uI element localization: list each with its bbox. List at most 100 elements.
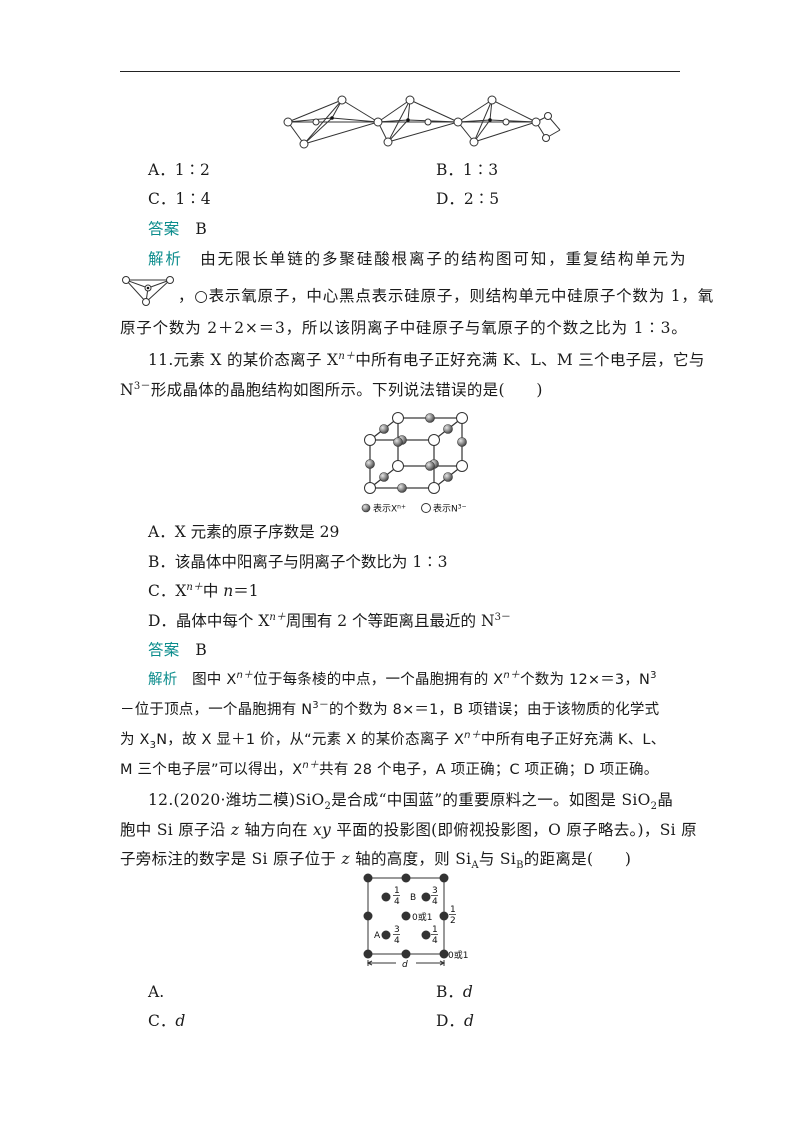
q12-line1: 12.(2020·潍坊二模)SiO2是合成“中国蓝”的重要原料之一。如图是 Si… (148, 790, 674, 813)
sub: 2 (324, 801, 332, 813)
text: 图中 X (192, 672, 237, 688)
header-rule (120, 71, 680, 72)
label-0or1: 0或1 (448, 949, 468, 961)
text: 中所有电子正好充满 K、L、 (480, 732, 666, 748)
legend-x-sup: n+ (397, 504, 406, 511)
text: M 三个电子层”可以得出，X (120, 762, 303, 778)
text: 中 (202, 582, 224, 600)
q11-stem-line1: 11.元素 X 的某价态离子 Xn＋中所有电子正好充满 K、L、M 三个电子层，… (148, 350, 705, 370)
frac-den: 4 (394, 897, 400, 907)
polysilicate-chain-figure (283, 95, 561, 149)
sup: n＋ (186, 581, 203, 593)
text: 晶 (657, 791, 674, 809)
text: D．晶体中每个 X (148, 612, 270, 630)
q10-analysis-line1: 解析 由无限长单链的多聚硅酸根离子的结构图可知，重复结构单元为 (148, 249, 687, 269)
text: B． (436, 983, 463, 1001)
text: 胞中 Si 原子沿 (120, 821, 231, 839)
tetra-unit-3 (457, 99, 537, 143)
var-n: n (223, 582, 234, 600)
q11-option-d[interactable]: D．晶体中每个 Xn＋周围有 2 个等距离且最近的 N3－ (148, 611, 511, 631)
q11-analysis-line3: 为 X3N，故 X 显＋1 价，从“元素 X 的某价态离子 Xn＋中所有电子正好… (120, 730, 666, 751)
legend-x: 表示X (373, 503, 397, 515)
crystal-cell-figure: 表示Xn+ 表示N3− (361, 412, 468, 515)
q11-option-b[interactable]: B．该晶体中阳离子与阴离子个数比为 1∶3 (148, 553, 448, 571)
text: 是合成“中国蓝”的重要原料之一。如图是 SiO (331, 791, 651, 809)
sup: n＋ (503, 670, 521, 682)
text: ＝1 (233, 582, 259, 600)
sup: n＋ (236, 670, 254, 682)
q10-analysis-line2: ，○表示氧原子，中心黑点表示硅原子，则结构单元中硅原子个数为 1，氧 (178, 287, 715, 305)
frac-num: 1 (394, 886, 400, 896)
text: 共有 28 个电子，A 项正确；C 项正确；D 项正确。 (319, 762, 659, 778)
label-d: d (402, 960, 408, 970)
frac-num: 3 (432, 886, 438, 896)
q10-answer: 答案 B (148, 219, 207, 239)
q12-line3: 子旁标注的数字是 Si 原子位于 z 轴的高度，则 SiA与 SiB的距离是( … (120, 849, 632, 872)
text: 位于每条棱的中点，一个晶胞拥有的 X (253, 672, 504, 688)
q12-option-d[interactable]: D．d (436, 1011, 474, 1031)
sup: n＋ (338, 350, 356, 362)
frac-den: 4 (432, 897, 438, 907)
text: 为 X (120, 732, 150, 748)
var-d: d (175, 1012, 186, 1030)
text: －位于顶点，一个晶胞拥有 N (120, 702, 313, 718)
sup: 3 (650, 670, 657, 682)
q10-option-b[interactable]: B．1∶3 (436, 161, 499, 179)
sub: 3 (149, 739, 157, 751)
q10-option-c[interactable]: C．1∶4 (148, 190, 211, 208)
svg-text:表示Xn+: 表示Xn+ (373, 503, 406, 515)
var: z (341, 850, 350, 868)
legend-n-sup: 3− (458, 504, 467, 511)
var: z (230, 821, 240, 839)
frac-num: 1 (432, 925, 438, 935)
q12-option-a[interactable]: A. (148, 983, 165, 1001)
frac-den: 2 (450, 916, 456, 926)
q11-analysis-line4: M 三个电子层”可以得出，Xn＋共有 28 个电子，A 项正确；C 项正确；D … (120, 760, 658, 780)
analysis-text: 由无限长单链的多聚硅酸根离子的结构图可知，重复结构单元为 (200, 250, 688, 268)
q11-option-a[interactable]: A．X 元素的原子序数是 29 (148, 523, 340, 541)
label-0or1: 0或1 (412, 911, 432, 923)
text: 11.元素 X 的某价态离子 X (148, 351, 339, 369)
q10-option-a[interactable]: A．1∶2 (148, 161, 210, 179)
q12-line2: 胞中 Si 原子沿 z 轴方向在 xy 平面的投影图(即俯视投影图，O 原子略去… (120, 820, 697, 840)
sup: 3－ (312, 700, 330, 712)
text: 的个数为 8×＝1，B 项错误；由于该物质的化学式 (329, 702, 660, 718)
q11-option-c[interactable]: C．Xn＋中 n＝1 (148, 581, 259, 601)
svg-text:表示N3−: 表示N3− (433, 503, 467, 515)
legend-n: 表示N (433, 503, 458, 515)
cell-legend: 表示Xn+ 表示N3− (361, 503, 467, 515)
label-a: A (374, 931, 381, 941)
text: N (120, 381, 134, 399)
q12-option-b[interactable]: B．d (436, 982, 473, 1002)
label-b: B (410, 893, 416, 903)
tetra-unit-2 (377, 99, 459, 143)
answer-value: B (195, 220, 208, 238)
text: 平面的投影图(即俯视投影图，O 原子略去。)，Si 原 (331, 821, 697, 839)
text: 形成晶体的晶胞结构如图所示。下列说法错误的是( ) (150, 381, 543, 399)
answer-label: 答案 (148, 220, 180, 238)
sio2-projection-figure: 1 4 B 3 4 0或1 1 2 A 3 4 1 4 0或1 d (363, 873, 468, 970)
tetra-unit-icon (122, 276, 174, 306)
q11-stem-line2: N3－形成晶体的晶胞结构如图所示。下列说法错误的是( ) (120, 380, 543, 400)
text: 个数为 12×＝3，N (520, 672, 651, 688)
answer-label: 答案 (148, 641, 180, 659)
text: 与 Si (478, 850, 517, 868)
text: C．X (148, 582, 187, 600)
sub: 2 (650, 801, 658, 813)
text: 轴方向在 (239, 821, 313, 839)
var-d: d (463, 1012, 474, 1030)
text: 12.(2020·潍坊二模)SiO (148, 791, 325, 809)
sub: A (471, 860, 479, 872)
tetra-unit-1 (287, 99, 379, 145)
text: 的距离是( ) (523, 850, 632, 868)
q11-analysis-line1: 解析 图中 Xn＋位于每条棱的中点，一个晶胞拥有的 Xn＋个数为 12×＝3，N… (148, 670, 657, 690)
sup: 3－ (494, 611, 511, 623)
q11-answer: 答案 B (148, 640, 207, 660)
analysis-label: 解析 (148, 672, 178, 688)
sup: n＋ (269, 611, 286, 623)
q12-option-c[interactable]: C．d (148, 1011, 185, 1031)
analysis-label: 解析 (148, 250, 183, 268)
sup: n＋ (302, 760, 320, 772)
q10-option-d[interactable]: D．2∶5 (436, 190, 500, 208)
text: 中所有电子正好充满 K、L、M 三个电子层，它与 (355, 351, 705, 369)
